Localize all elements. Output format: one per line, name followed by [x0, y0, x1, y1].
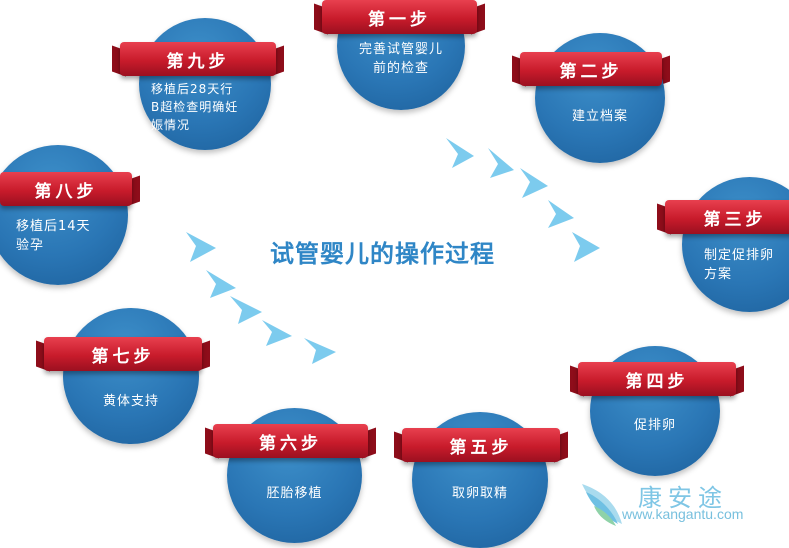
step-1-description: 完善试管婴儿 前的检查 — [358, 42, 443, 76]
arrow-right-4-icon — [548, 200, 574, 228]
step-1-banner: 第一步 — [322, 0, 477, 34]
watermark-logo: 康安途 www.kangantu.com — [580, 478, 780, 528]
step-8-description: 移植后14天 验孕 — [16, 219, 91, 253]
flow-arrows — [186, 138, 600, 364]
diagram-title: 试管婴儿的操作过程 — [270, 240, 495, 268]
step-5-description: 取卵取精 — [451, 486, 508, 501]
step-3-description: 制定促排卵 方案 — [704, 248, 775, 282]
arrow-left-2-icon — [262, 320, 292, 346]
arrow-left-1-icon — [304, 338, 336, 364]
arrow-right-2-icon — [488, 148, 514, 178]
step-4-description: 促排卵 — [633, 418, 676, 433]
arrow-right-3-icon — [520, 168, 548, 198]
step-2-description: 建立档案 — [571, 109, 628, 124]
step-2-banner: 第二步 — [520, 52, 662, 86]
step-7-description: 黄体支持 — [102, 394, 159, 409]
step-7-banner: 第七步 — [44, 337, 202, 371]
watermark-url: www.kangantu.com — [622, 506, 744, 522]
ivf-process-diagram: 完善试管婴儿 前的检查 第一步 建立档案 第二步 制定促排卵 方案 第三步 促排… — [0, 0, 789, 532]
step-8-banner: 第八步 — [0, 172, 132, 206]
step-5-banner: 第五步 — [402, 428, 560, 462]
step-4-banner: 第四步 — [578, 362, 736, 396]
step-8-circle: 移植后14天 验孕 — [0, 145, 128, 285]
arrow-right-5-icon — [572, 232, 600, 262]
watermark-brand: 康安途 — [638, 484, 728, 512]
step-9-banner: 第九步 — [120, 42, 276, 76]
step-3-banner: 第三步 — [665, 200, 789, 234]
arrow-left-5-icon — [186, 232, 216, 262]
step-7-circle: 黄体支持 — [63, 308, 199, 444]
step-9-circle: 移植后28天行 B超检查明确妊 娠情况 — [139, 18, 271, 150]
arrow-left-4-icon — [206, 270, 236, 298]
step-9-description: 移植后28天行 B超检查明确妊 娠情况 — [151, 82, 239, 132]
arrow-right-1-icon — [446, 138, 474, 168]
step-6-description: 胚胎移植 — [266, 486, 323, 501]
step-6-banner: 第六步 — [213, 424, 368, 458]
arrow-left-3-icon — [230, 296, 262, 324]
leaf-logo-icon — [582, 484, 622, 526]
